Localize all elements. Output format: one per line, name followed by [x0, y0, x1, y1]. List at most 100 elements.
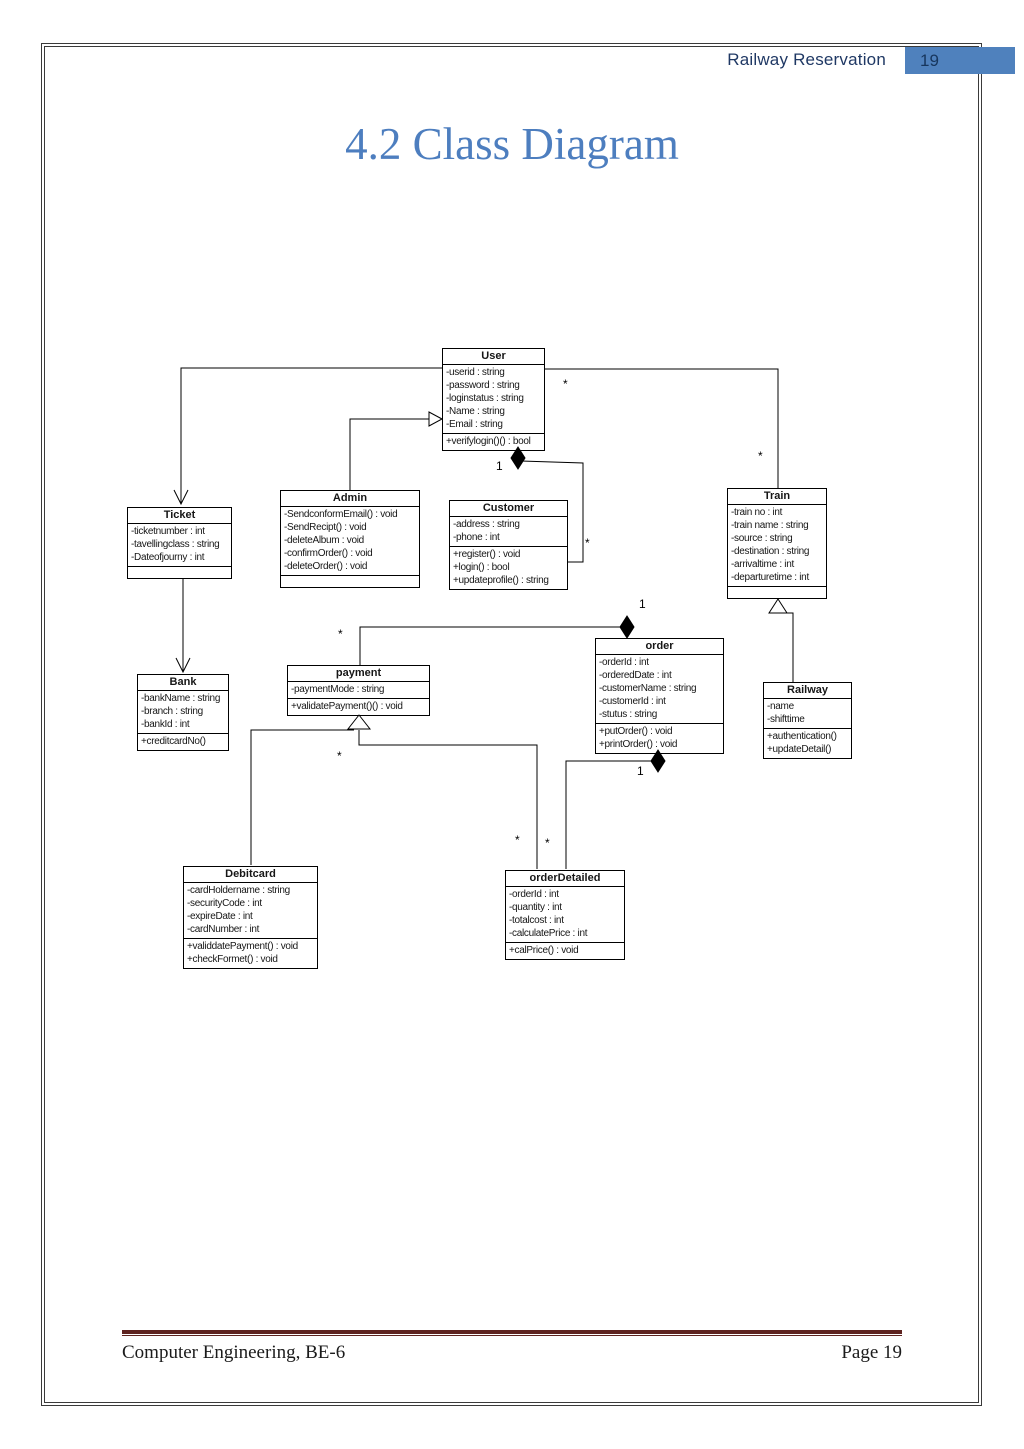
uml-row: -Name : string — [446, 406, 505, 417]
uml-row: +login() : bool — [453, 562, 510, 573]
class-ticket-methods — [128, 567, 231, 578]
uml-row: -SendconformEmail() : void — [284, 509, 398, 520]
uml-row: +validdatePayment() : void — [187, 941, 298, 952]
generalization-triangle — [346, 714, 372, 730]
class-train-attributes: -train no : int -train name : string -so… — [728, 505, 826, 587]
class-train-methods — [728, 587, 826, 598]
uml-row: +creditcardNo() — [141, 736, 206, 747]
uml-row: -quantity : int — [509, 902, 562, 913]
uml-row: +authentication() — [767, 731, 837, 742]
uml-row: -name — [767, 701, 794, 712]
open-arrowhead — [175, 657, 191, 674]
class-debitcard: Debitcard -cardHoldername : string -secu… — [183, 866, 318, 969]
association-user-to-train — [545, 368, 779, 488]
class-user: User -userid : string -password : string… — [442, 348, 545, 451]
header-page-number-badge: 19 — [905, 47, 1015, 74]
uml-row: -customerId : int — [599, 696, 666, 707]
class-customer-attributes: -address : string -phone : int — [450, 517, 567, 547]
multiplicity-label: * — [545, 836, 550, 850]
uml-row: -arrivaltime : int — [731, 559, 794, 570]
uml-row: -destination : string — [731, 546, 810, 557]
uml-row: -securityCode : int — [187, 898, 262, 909]
uml-row: -cardNumber : int — [187, 924, 260, 935]
uml-row: +putOrder() : void — [599, 726, 673, 737]
class-customer: Customer -address : string -phone : int … — [449, 500, 568, 590]
association-ticket-to-bank — [175, 578, 191, 674]
class-order-detailed-methods: +calPrice() : void — [506, 943, 624, 959]
class-railway-attributes: -name -shifttime — [764, 699, 851, 729]
uml-row: -bankId : int — [141, 719, 190, 730]
header-doc-title: Railway Reservation — [727, 50, 886, 69]
uml-row: -departuretime : int — [731, 572, 809, 583]
uml-row: -train name : string — [731, 520, 809, 531]
uml-row: -deleteAlbum : void — [284, 535, 364, 546]
class-railway-title: Railway — [764, 683, 851, 699]
generalization-railway-to-train — [768, 598, 794, 682]
class-customer-title: Customer — [450, 501, 567, 517]
uml-row: -address : string — [453, 519, 520, 530]
footer-page-number: Page 19 — [841, 1342, 902, 1363]
uml-row: -Email : string — [446, 419, 503, 430]
uml-row: +checkFormet() : void — [187, 954, 278, 965]
class-admin-title: Admin — [281, 491, 419, 507]
uml-row: +updateprofile() : string — [453, 575, 549, 586]
composition-order-to-orderdetailed — [565, 749, 666, 869]
class-debitcard-attributes: -cardHoldername : string -securityCode :… — [184, 883, 317, 939]
uml-row: -train no : int — [731, 507, 783, 518]
uml-row: -stutus : string — [599, 709, 657, 720]
uml-row: +register() : void — [453, 549, 521, 560]
class-payment-title: payment — [288, 666, 429, 682]
uml-row: -tavellingclass : string — [131, 539, 220, 550]
footer-divider — [122, 1330, 902, 1336]
uml-row: -shifttime — [767, 714, 805, 725]
uml-row: -expireDate : int — [187, 911, 253, 922]
generalization-admin-to-user — [349, 411, 444, 490]
uml-row: -totalcost : int — [509, 915, 564, 926]
uml-row: -cardHoldername : string — [187, 885, 290, 896]
class-payment-methods: +validatePayment()() : void — [288, 699, 429, 715]
class-user-attributes: -userid : string -password : string -log… — [443, 365, 544, 434]
uml-row: -ticketnumber : int — [131, 526, 205, 537]
class-customer-methods: +register() : void +login() : bool +upda… — [450, 547, 567, 589]
class-user-methods: +verifylogin()() : bool — [443, 434, 544, 450]
multiplicity-label: 1 — [496, 459, 503, 473]
uml-row: -phone : int — [453, 532, 500, 543]
uml-row: -customerName : string — [599, 683, 697, 694]
multiplicity-label: 1 — [637, 764, 644, 778]
class-order-methods: +putOrder() : void +printOrder() : void — [596, 724, 723, 753]
uml-row: -branch : string — [141, 706, 203, 717]
uml-row: +calPrice() : void — [509, 945, 579, 956]
uml-row: -calculatePrice : int — [509, 928, 588, 939]
generalization-triangle — [428, 411, 444, 427]
page-border-frame — [41, 43, 982, 1406]
class-order-detailed: orderDetailed -orderId : int -quantity :… — [505, 870, 625, 960]
multiplicity-label: * — [337, 749, 342, 763]
uml-row: -userid : string — [446, 367, 505, 378]
uml-row: -orderId : int — [599, 657, 649, 668]
multiplicity-label: * — [563, 377, 568, 391]
class-ticket: Ticket -ticketnumber : int -tavellingcla… — [127, 507, 232, 579]
uml-row: -source : string — [731, 533, 793, 544]
uml-row: -bankName : string — [141, 693, 221, 704]
class-payment-attributes: -paymentMode : string — [288, 682, 429, 699]
class-user-title: User — [443, 349, 544, 365]
composition-payment-to-order — [359, 615, 635, 665]
uml-row: +printOrder() : void — [599, 739, 678, 750]
open-arrowhead — [173, 489, 189, 506]
class-bank-attributes: -bankName : string -branch : string -ban… — [138, 691, 228, 734]
uml-row: -deleteOrder() : void — [284, 561, 368, 572]
page-title: 4.2 Class Diagram — [345, 119, 679, 169]
association-user-to-ticket — [173, 367, 442, 506]
class-order: order -orderId : int -orderedDate : int … — [595, 638, 724, 754]
generalization-under-payment — [250, 714, 538, 869]
multiplicity-label: * — [758, 449, 763, 463]
class-admin: Admin -SendconformEmail() : void -SendRe… — [280, 490, 420, 588]
class-debitcard-title: Debitcard — [184, 867, 317, 883]
class-ticket-attributes: -ticketnumber : int -tavellingclass : st… — [128, 524, 231, 567]
uml-row: -confirmOrder() : void — [284, 548, 373, 559]
uml-row: -orderId : int — [509, 889, 559, 900]
class-train-title: Train — [728, 489, 826, 505]
composition-diamond — [619, 615, 635, 639]
